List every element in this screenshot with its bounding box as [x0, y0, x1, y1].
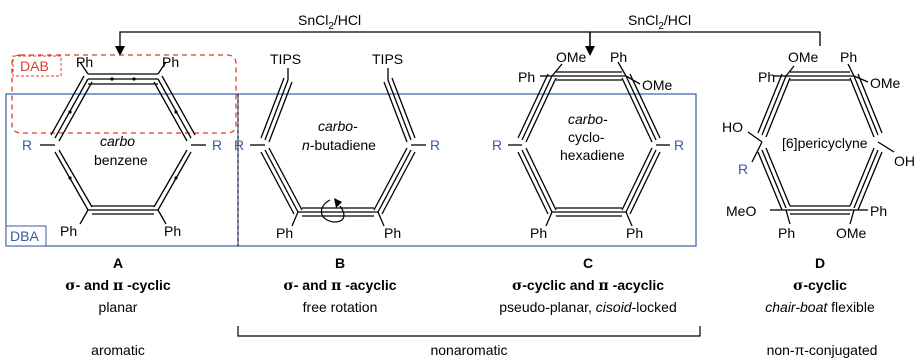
b-ph-right: Ph [384, 225, 401, 241]
molecule-a-electron-dots [68, 77, 178, 180]
molecule-c [508, 61, 670, 227]
reaction-arrow-right [589, 31, 821, 50]
d-center: [6]pericyclyne [782, 135, 868, 151]
reagent-right: SnCl2/HCl [628, 12, 691, 32]
a-center-1: carbo [100, 133, 135, 149]
d-r: R [738, 161, 748, 177]
arrowhead-left [115, 46, 125, 56]
dba-label: DBA [10, 228, 39, 244]
arrowhead-right [585, 46, 595, 56]
molecule-a [40, 61, 206, 225]
svg-text:σ-cyclic: σ-cyclic [793, 277, 847, 294]
c-r-left: R [492, 137, 502, 153]
svg-text:B: B [335, 255, 345, 271]
b-center-2: n-butadiene [302, 137, 376, 153]
a-r-left: R [22, 137, 32, 153]
reagent-left: SnCl2/HCl [298, 12, 361, 32]
caption-b: B σ- and π -acyclic free rotation [283, 255, 396, 315]
dab-box [11, 54, 237, 134]
d-ome-right: OMe [870, 75, 901, 91]
svg-text:planar: planar [99, 299, 138, 315]
d-ph-right: Ph [870, 203, 887, 219]
c-ome-right: OMe [642, 77, 673, 93]
d-meo: MeO [726, 203, 756, 219]
molecule-b [250, 68, 426, 227]
c-center-3: hexadiene [560, 147, 625, 163]
b-ph-left: Ph [276, 225, 293, 241]
b-tips-right: TIPS [372, 51, 403, 67]
rotation-arrow [320, 199, 345, 223]
a-ph-top-left: Ph [76, 54, 93, 70]
c-center-1: carbo- [568, 111, 608, 127]
c-r-right: R [674, 137, 684, 153]
d-ome-bottom: OMe [836, 225, 867, 241]
d-ph-top-left: Ph [758, 69, 775, 85]
d-oh: OH [894, 153, 915, 169]
label-aromatic: aromatic [91, 342, 145, 358]
label-non-pi-conjugated: non-π-conjugated [767, 342, 878, 358]
molecule-d [747, 63, 895, 225]
dba-box [5, 93, 697, 247]
svg-text:pseudo-planar, cisoid-locked: pseudo-planar, cisoid-locked [499, 299, 676, 315]
dab-label: DAB [20, 58, 49, 74]
a-center-2: benzene [94, 152, 148, 168]
svg-text:σ-cyclic and π -acyclic: σ-cyclic and π -acyclic [512, 277, 664, 294]
c-center-2: cyclo- [568, 129, 605, 145]
c-ph-bottom-right: Ph [626, 225, 643, 241]
svg-text:σ- and π -cyclic: σ- and π -cyclic [65, 277, 171, 294]
svg-text:D: D [815, 255, 825, 271]
d-ho: HO [722, 119, 743, 135]
caption-d: D σ-cyclic chair-boat flexible [765, 255, 875, 315]
caption-a: A σ- and π -cyclic planar [65, 255, 171, 315]
svg-text:C: C [583, 255, 593, 271]
reaction-arrow-left [119, 31, 591, 50]
svg-text:free rotation: free rotation [303, 299, 378, 315]
a-ph-top-right: Ph [162, 54, 179, 70]
d-ome-top: OMe [788, 49, 819, 65]
b-tips-left: TIPS [270, 51, 301, 67]
nonaromatic-bracket [237, 326, 701, 337]
label-nonaromatic: nonaromatic [430, 342, 507, 358]
dab-label-box [12, 55, 62, 77]
rotation-arrowhead [334, 198, 342, 208]
b-r-left: R [234, 137, 244, 153]
caption-c: C σ-cyclic and π -acyclic pseudo-planar,… [499, 255, 676, 315]
c-ph-top: Ph [518, 69, 535, 85]
c-ome-top: OMe [556, 49, 587, 65]
dba-label-box [5, 225, 47, 247]
d-ph-top-right: Ph [840, 49, 857, 65]
svg-text:A: A [113, 255, 123, 271]
c-ph-bottom-left: Ph [530, 225, 547, 241]
b-r-right: R [430, 137, 440, 153]
svg-text:σ- and π -acyclic: σ- and π -acyclic [283, 277, 396, 294]
svg-text:chair-boat flexible: chair-boat flexible [765, 299, 875, 315]
d-ph-bottom: Ph [778, 225, 795, 241]
c-ph-top-right: Ph [610, 49, 627, 65]
a-r-right: R [212, 137, 222, 153]
a-ph-bottom-left: Ph [60, 223, 77, 239]
b-center-1: carbo- [318, 118, 358, 134]
a-ph-bottom-right: Ph [164, 223, 181, 239]
